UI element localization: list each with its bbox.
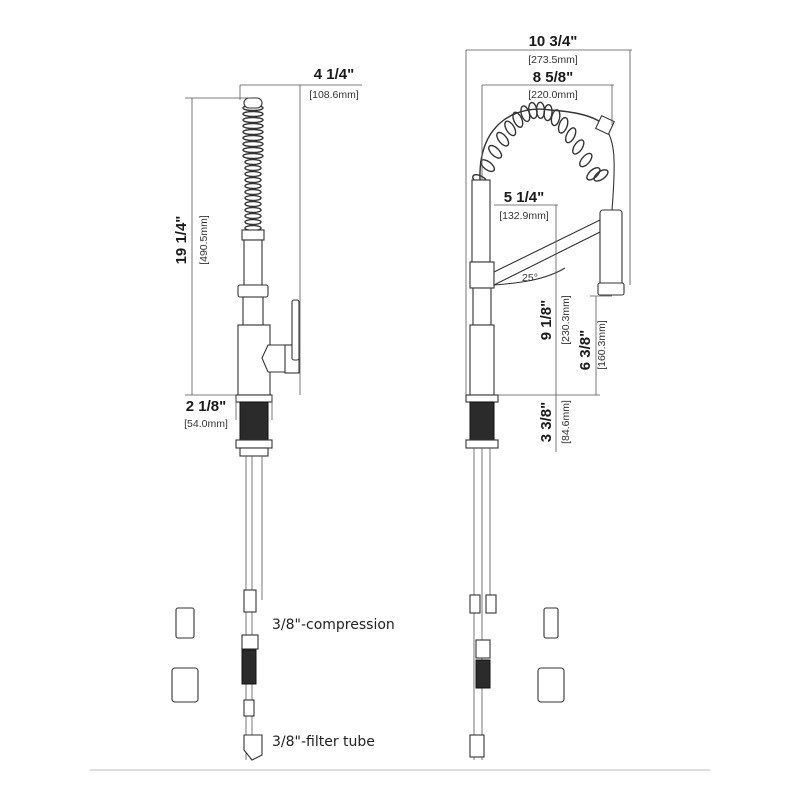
spout-height-inches: 6 3/8" [577, 330, 594, 370]
loose-nut-part [171, 667, 199, 703]
left-faucet-drawing [171, 97, 300, 761]
right-dimensions [465, 49, 632, 452]
arc-width-mm: [220.0mm] [528, 89, 578, 101]
right-faucet-drawing [465, 101, 625, 760]
left-dimensions [185, 84, 362, 420]
loose-adapter-part [175, 607, 195, 639]
shank-inches: 3 3/8" [538, 402, 555, 442]
left-base-mm: [54.0mm] [184, 418, 228, 430]
left-base-inches: 2 1/8" [186, 398, 226, 415]
angle-label: 25° [522, 272, 538, 284]
overall-width-inches: 10 3/4" [529, 33, 578, 50]
lever-mm: [132.9mm] [499, 210, 549, 222]
left-height-mm: [490.5mm] [198, 215, 210, 265]
left-width-mm: [108.6mm] [309, 89, 359, 101]
lever-inches: 5 1/4" [504, 189, 544, 206]
lever-height-inches: 9 1/8" [538, 300, 555, 340]
filter-tube-label: 3/8"-filter tube [272, 734, 375, 750]
loose-nut-part-right [537, 667, 565, 703]
left-height-inches: 19 1/4" [173, 216, 190, 265]
compression-label: 3/8"-compression [272, 617, 395, 633]
shank-mm: [84.6mm] [560, 400, 572, 444]
loose-adapter-part-right [543, 607, 559, 639]
overall-width-mm: [273.5mm] [528, 54, 578, 66]
left-spring-coil [242, 104, 264, 232]
left-width-inches: 4 1/4" [314, 66, 354, 83]
lever-height-mm: [230.3mm] [560, 295, 572, 345]
spout-height-mm: [160.3mm] [596, 320, 608, 370]
arc-width-inches: 8 5/8" [533, 69, 573, 86]
